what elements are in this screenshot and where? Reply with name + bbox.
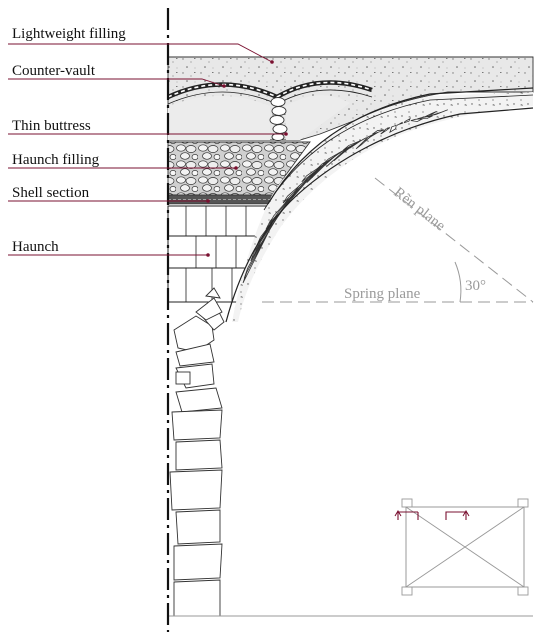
label-text: Thin buttress: [12, 118, 91, 134]
voussoir-stone: [423, 110, 437, 118]
label-text: Haunch: [12, 239, 59, 255]
arch-voussoirs: [242, 109, 448, 284]
thin-buttress: [269, 97, 288, 141]
arch-intrados: [225, 107, 534, 323]
arch-rubble-fill: [232, 92, 533, 322]
label-haunch-filling: Haunch filling: [8, 152, 238, 170]
voussoir-stone: [430, 109, 448, 116]
label-haunch: Haunch: [8, 239, 210, 257]
voussoir-stone: [389, 124, 397, 134]
label-text: Shell section: [12, 185, 90, 201]
voussoir-stone: [417, 115, 433, 120]
ren-plane-line: [374, 177, 534, 303]
label-shell-section: Shell section: [8, 185, 210, 203]
label-text: Lightweight filling: [12, 26, 126, 42]
angle-arc: [454, 261, 462, 303]
voussoir-stone: [396, 121, 403, 126]
label-counter-vault: Counter-vault: [8, 63, 226, 88]
ren-plane-label: Rẽn plane: [391, 185, 449, 235]
arch-extrados: [267, 87, 534, 205]
voussoir-stone: [322, 148, 346, 165]
pier-masonry: [169, 287, 225, 617]
label-lightweight-filling: Lightweight filling: [8, 26, 274, 64]
voussoir-stone: [372, 129, 385, 135]
crossed-box-symbol: [394, 498, 529, 596]
voussoir-stone: [349, 137, 367, 149]
voussoir-stone: [403, 117, 411, 124]
angle-label: 30°: [465, 278, 486, 294]
spring-plane-label: Spring plane: [344, 286, 421, 302]
label-thin-buttress: Thin buttress: [8, 118, 288, 136]
label-text: Haunch filling: [12, 152, 100, 168]
voussoir-stone: [380, 127, 391, 135]
label-text: Counter-vault: [12, 63, 96, 79]
